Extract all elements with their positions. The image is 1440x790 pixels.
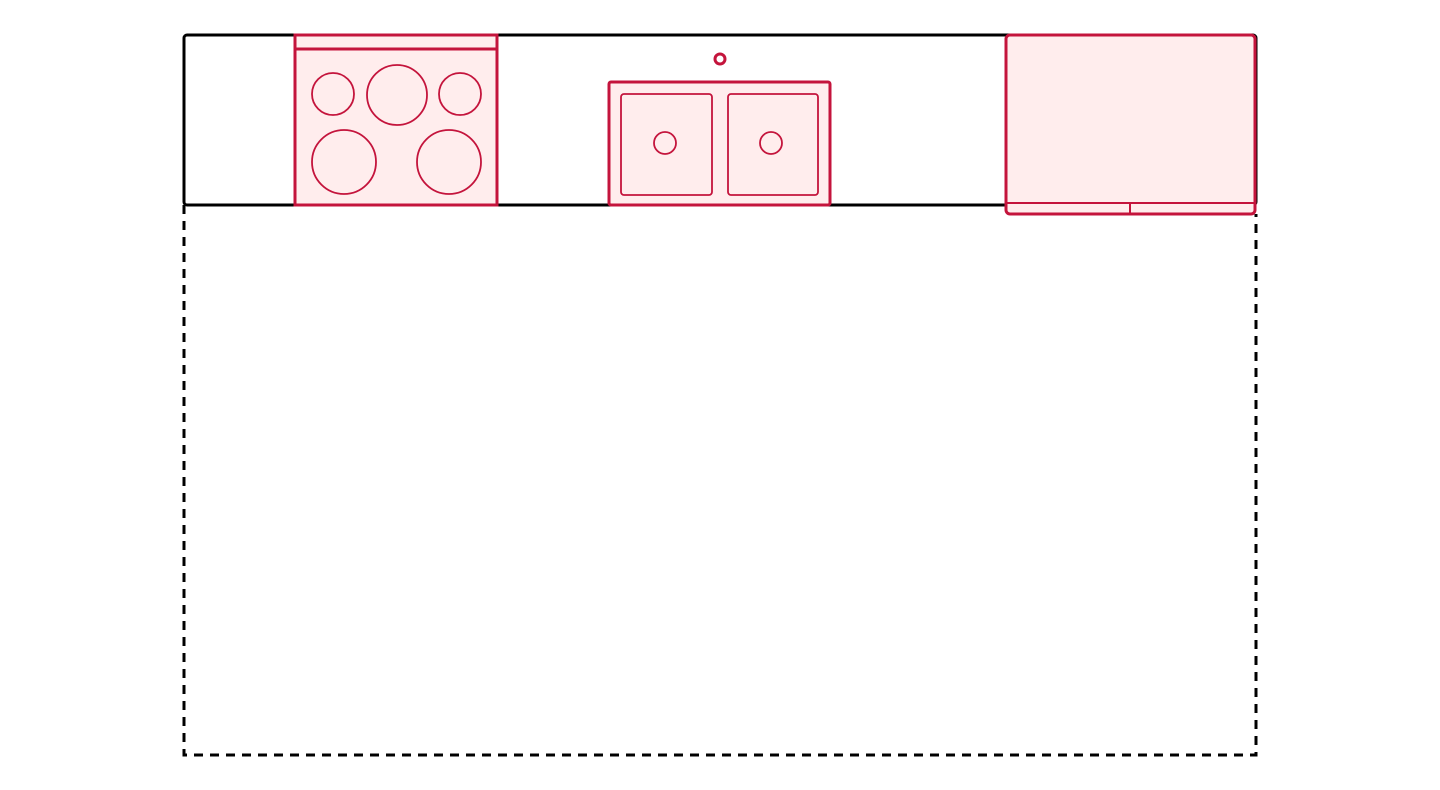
floor-dashed-boundary xyxy=(182,205,1258,757)
room-floor-outline xyxy=(182,205,1258,757)
burner-icon xyxy=(366,64,428,126)
stove xyxy=(293,33,499,207)
sink-bowl xyxy=(620,93,713,196)
burner-icon xyxy=(438,72,482,116)
double-sink xyxy=(607,52,832,207)
sink-bowl xyxy=(727,93,819,196)
burner-icon xyxy=(311,72,355,116)
refrigerator xyxy=(1004,33,1257,216)
burner-icon xyxy=(416,129,482,195)
burner-icon xyxy=(311,129,377,195)
drain-icon xyxy=(653,131,677,155)
drain-icon xyxy=(759,131,783,155)
refrigerator-body xyxy=(1004,33,1257,216)
stove-body xyxy=(293,33,499,207)
faucet-icon xyxy=(713,52,727,66)
sink-body xyxy=(607,80,832,207)
